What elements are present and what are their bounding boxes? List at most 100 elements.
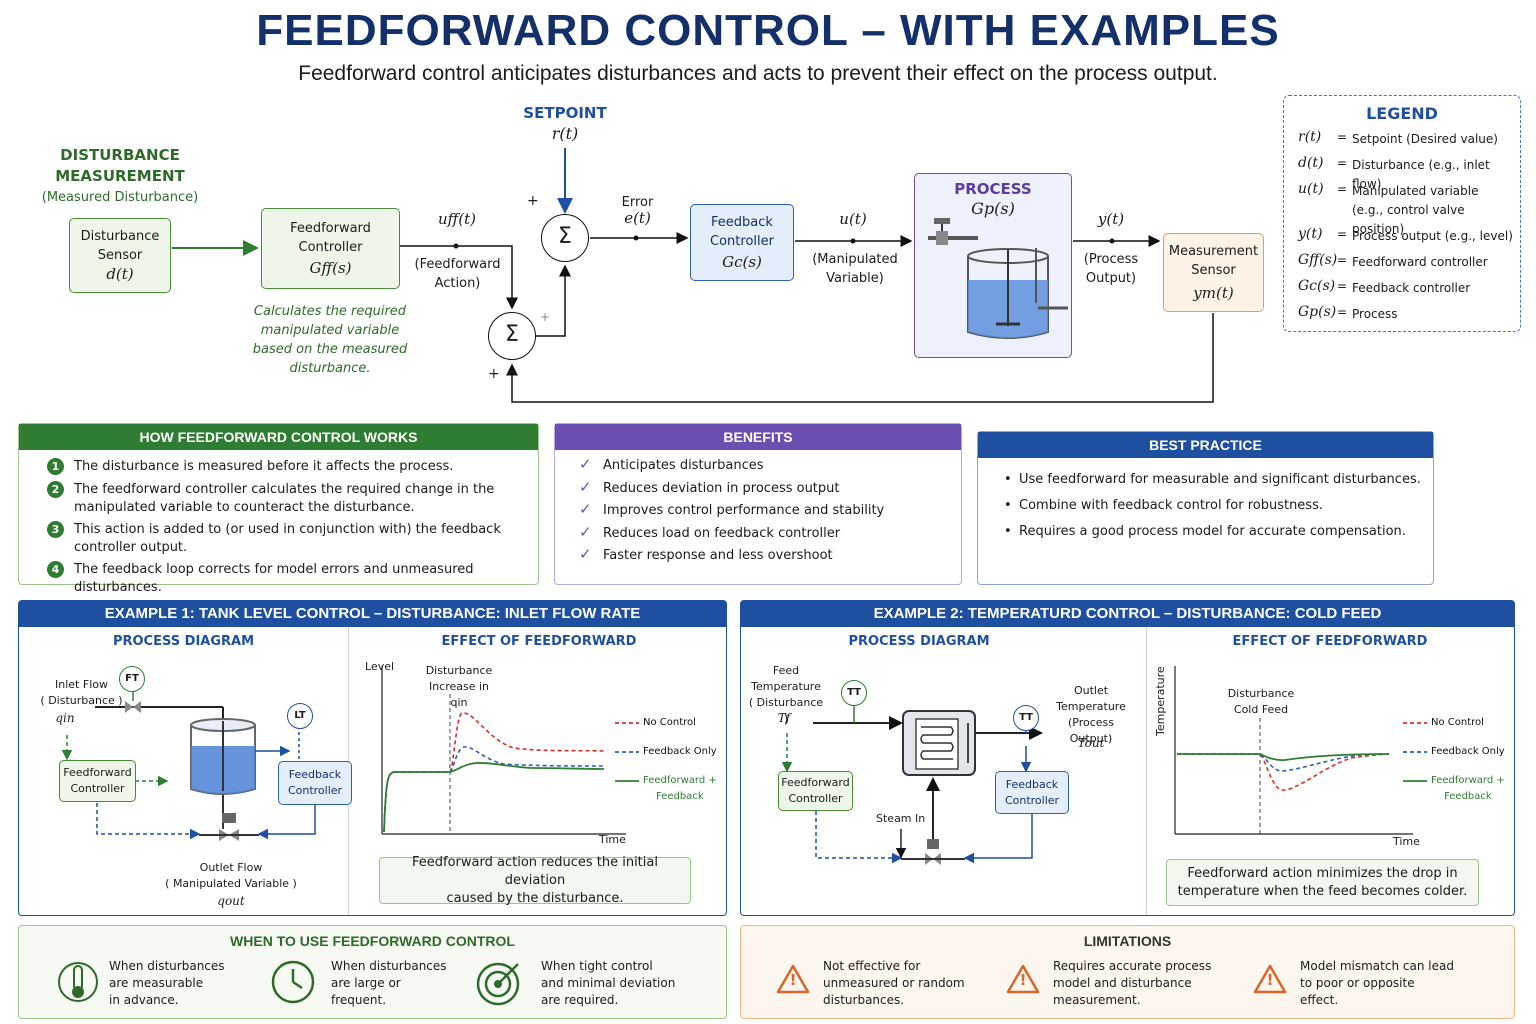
legend-swatch — [615, 751, 639, 753]
feedforward-controller-block: Feedforward Controller Gff(s) — [261, 208, 400, 289]
example2-divider — [1146, 627, 1147, 915]
series-feedback-only — [383, 746, 605, 833]
warning-mark: ! — [789, 971, 797, 989]
step-number: 3 — [47, 521, 64, 538]
ex1-outlet-symbol: qout — [217, 894, 245, 908]
ex1-inlet-label: Inlet Flow ( Disturbance ) — [40, 678, 123, 707]
page-subtitle: Feedforward control anticipates disturba… — [298, 62, 1218, 85]
bullet: • — [1004, 498, 1012, 513]
ex2-caption: Feedforward action minimizes the drop in… — [1166, 859, 1479, 906]
process-title: PROCESS — [954, 180, 1032, 198]
target-icon — [476, 962, 520, 1006]
chart-legend-label: Feedback Only — [643, 746, 717, 757]
process-symbol: Gp(s) — [971, 199, 1015, 218]
legend-swatch — [1403, 751, 1427, 753]
legend-swatch — [1403, 780, 1427, 782]
feedback-controller-label: Feedback Controller — [710, 215, 774, 249]
when-to-use-item-1: When disturbances are measurable in adva… — [109, 959, 225, 1007]
check-icon: ✓ — [579, 500, 592, 518]
ex1-ft-transmitter: FT — [119, 666, 145, 692]
legend-symbol: u(t) — [1298, 181, 1324, 197]
measurement-sensor-label: Measurement Sensor — [1168, 244, 1259, 278]
warning-icon — [1006, 964, 1040, 994]
legend-symbol: d(t) — [1298, 155, 1324, 171]
check-icon: ✓ — [579, 545, 592, 563]
ex2-feedback-controller: Feedback Controller — [995, 771, 1069, 814]
chart-legend-label: No Control — [1431, 717, 1484, 728]
tank-process-icon — [928, 218, 1068, 339]
ex1-effect-chart — [381, 666, 626, 835]
warning-mark: ! — [1266, 971, 1274, 989]
legend-panel: LEGEND r(t)=Setpoint (Desired value)d(t)… — [1283, 95, 1521, 332]
ex1-caption: Feedforward action reduces the initial d… — [379, 855, 691, 906]
warning-mark: ! — [1019, 971, 1027, 989]
warning-icon — [1253, 964, 1287, 994]
setpoint-title: SETPOINT — [523, 104, 607, 122]
step-text: The feedforward controller calculates th… — [74, 482, 495, 515]
uff-symbol: uff(t) — [437, 210, 477, 228]
check-icon: ✓ — [579, 455, 592, 473]
ex2-outlet-label: Outlet Temperature (Process Output) — [1056, 684, 1126, 745]
ex2-xlabel: Time — [1393, 835, 1420, 848]
ex1-ylabel: Level — [365, 660, 395, 673]
feedforward-note: Calculates the required manipulated vari… — [252, 304, 408, 376]
limitation-item: Not effective for unmeasured or random d… — [823, 959, 965, 1007]
disturbance-sensor: Disturbance Sensor d(t) — [69, 218, 171, 293]
ex1-xlabel: Time — [599, 833, 626, 846]
step-number: 2 — [47, 481, 64, 498]
feedback-controller-block: Feedback Controller Gc(s) — [690, 204, 794, 281]
limitations-title: LIMITATIONS — [1083, 933, 1172, 949]
how-it-works-title: HOW FEEDFORWARD CONTROL WORKS — [19, 424, 538, 450]
ex2-feedforward-controller: Feedforward Controller — [778, 771, 853, 811]
tank-level-diagram — [61, 685, 316, 841]
chart-legend-label: Feedforward + Feedback — [643, 775, 717, 802]
legend-equals: = — [1337, 182, 1348, 196]
benefit-item: Reduces deviation in process output — [603, 480, 840, 496]
example1-title: EXAMPLE 1: TANK LEVEL CONTROL – DISTURBA… — [19, 601, 726, 627]
legend-description: Process — [1352, 307, 1398, 321]
u-symbol: u(t) — [839, 210, 867, 228]
ex1-feedback-controller: Feedback Controller — [278, 761, 352, 805]
limitation-item: Requires accurate process model and dist… — [1053, 959, 1212, 1007]
ex1-annotation: Disturbance Increase in qin — [425, 664, 493, 709]
disturbance-sensor-symbol: d(t) — [106, 265, 134, 283]
example2-diagram-title: PROCESS DIAGRAM — [848, 634, 990, 649]
summing-junction-main: Σ — [541, 214, 589, 262]
error-label: Error — [621, 195, 654, 210]
benefits-title: BENEFITS — [555, 424, 961, 450]
legend-equals: = — [1337, 130, 1348, 144]
legend-equals: = — [1337, 253, 1348, 267]
legend-title: LEGEND — [1366, 104, 1438, 123]
legend-description: Manipulated variable (e.g., control valv… — [1352, 184, 1479, 236]
ex2-tt-feed: TT — [841, 680, 867, 706]
legend-symbol: y(t) — [1298, 226, 1323, 242]
legend-swatch — [615, 780, 639, 782]
ex1-outlet-label: Outlet Flow ( Manipulated Variable ) — [165, 861, 297, 890]
when-to-use-item-3: When tight control and minimal deviation… — [541, 959, 676, 1007]
plus-sign-setpoint: + — [527, 193, 539, 209]
legend-symbol: r(t) — [1298, 129, 1322, 145]
ex2-tt-outlet: TT — [1013, 705, 1039, 731]
legend-symbol: Gp(s) — [1298, 304, 1337, 320]
step-text: The feedback loop corrects for model err… — [74, 562, 474, 595]
chart-legend-label: No Control — [643, 717, 696, 728]
warning-icon — [776, 964, 810, 994]
legend-swatch — [1403, 722, 1427, 724]
best-practice-title: BEST PRACTICE — [978, 432, 1433, 458]
temperature-control-diagram — [781, 706, 1043, 865]
y-symbol: y(t) — [1097, 210, 1125, 228]
measurement-sensor-block: Measurement Sensor ym(t) — [1163, 233, 1264, 312]
ex1-lt-transmitter: LT — [287, 703, 313, 729]
feedforward-controller-label: Feedforward Controller — [290, 221, 371, 255]
manipulated-variable-label: (Manipulated Variable) — [812, 252, 898, 286]
chart-legend-label: Feedforward + Feedback — [1431, 775, 1505, 802]
setpoint-symbol: r(t) — [551, 124, 579, 143]
process-output-label: (Process Output) — [1083, 252, 1139, 286]
disturbance-sensor-label: Disturbance Sensor — [80, 229, 160, 263]
step-number: 4 — [47, 561, 64, 578]
example2-title: EXAMPLE 2: TEMPERATURD CONTROL – DISTURB… — [741, 601, 1514, 627]
legend-symbol: Gff(s) — [1298, 252, 1338, 268]
ex1-feedforward-controller: Feedforward Controller — [59, 760, 136, 802]
step-text: This action is added to (or used in conj… — [74, 522, 501, 555]
